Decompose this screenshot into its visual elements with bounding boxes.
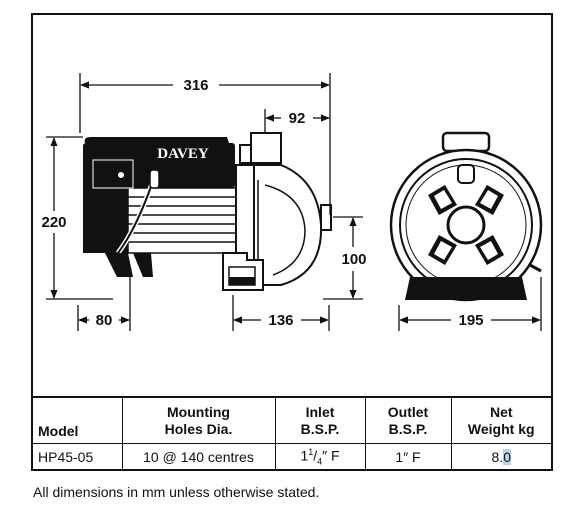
brand-logo: DAVEY (157, 146, 209, 162)
pump-side-view: DAVEY (83, 132, 332, 291)
dimension-lines (46, 73, 542, 331)
cell-mounting: 10 @ 140 centres (121, 443, 276, 470)
spec-sheet-frame: DAVEY (31, 13, 553, 471)
table-row: HP45-05 10 @ 140 centres 11/4″ F 1″ F 8.… (33, 443, 551, 470)
cell-outlet: 1″ F (364, 443, 452, 470)
footnote: All dimensions in mm unless otherwise st… (33, 484, 320, 500)
dim-front-length: 136 (268, 312, 293, 329)
cell-inlet: 11/4″ F (274, 443, 366, 470)
dim-inlet-offset: 92 (289, 110, 306, 127)
pump-drawing: DAVEY (33, 15, 551, 396)
dim-outlet-height: 100 (341, 251, 366, 268)
dim-width: 195 (458, 312, 483, 329)
cell-weight[interactable]: 8.0 (450, 443, 551, 470)
cell-model: HP45-05 (33, 443, 123, 470)
selected-text[interactable]: 0 (503, 449, 511, 465)
dim-height: 220 (41, 214, 66, 231)
pump-end-view (389, 131, 543, 302)
header-model: Model (33, 396, 123, 444)
dim-overall-length: 316 (183, 77, 208, 94)
pump-drawing-svg: DAVEY (41, 73, 543, 331)
dim-foot-offset: 80 (96, 312, 113, 329)
